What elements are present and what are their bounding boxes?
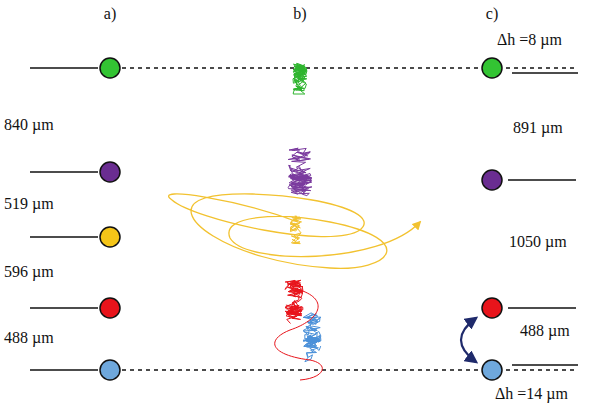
height-offset-label: Δh =8 µm	[497, 32, 562, 48]
distance-label: 488 µm	[4, 330, 54, 346]
particles	[100, 58, 502, 380]
trajectory-trace	[285, 280, 303, 323]
swap-arrow	[461, 318, 476, 362]
escaping-trajectory	[169, 194, 420, 268]
distance-label: 519 µm	[4, 196, 54, 212]
distance-label: 488 µm	[520, 323, 570, 339]
trajectory-trace	[303, 313, 321, 362]
panel-label: c)	[486, 6, 498, 22]
panel-label: a)	[104, 6, 116, 22]
reference-lines	[122, 68, 578, 370]
trajectory-trace	[293, 63, 307, 94]
level-lines-c	[508, 73, 578, 365]
trajectory-loop	[275, 290, 323, 380]
distance-label: 1050 µm	[509, 234, 567, 250]
trajectories	[275, 63, 323, 380]
level-lines-a	[30, 68, 98, 370]
panel-label: b)	[293, 6, 306, 22]
distance-label: 596 µm	[4, 264, 54, 280]
distance-label: 891 µm	[513, 120, 563, 136]
distance-label: 840 µm	[4, 117, 54, 133]
height-offset-label: Δh =14 µm	[495, 386, 568, 402]
trajectory-trace	[288, 148, 312, 195]
